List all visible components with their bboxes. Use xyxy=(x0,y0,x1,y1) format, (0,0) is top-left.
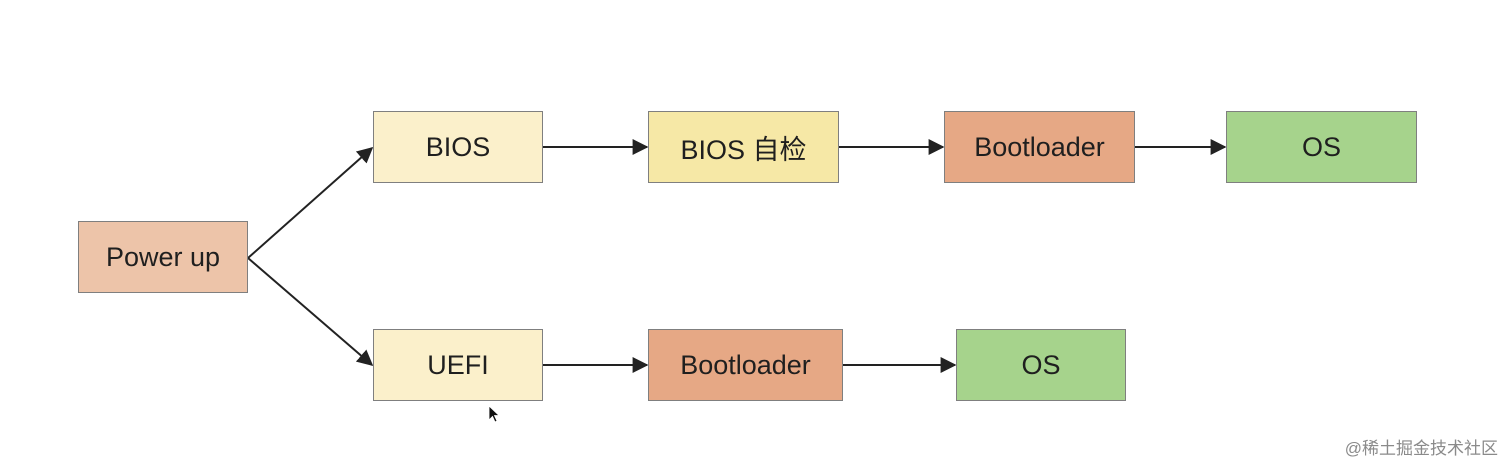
edge-power-to-bios xyxy=(247,146,374,259)
edge-power-to-uefi xyxy=(247,257,374,367)
node-bios-selftest-label: BIOS 自检 xyxy=(680,134,807,165)
node-power-up-label: Power up xyxy=(105,241,221,272)
node-bios: BIOS xyxy=(373,111,543,183)
watermark: @稀土掘金技术社区 xyxy=(1344,439,1498,458)
node-os-top: OS xyxy=(1226,111,1417,183)
node-uefi-label: UEFI xyxy=(427,349,489,380)
node-bios-label: BIOS xyxy=(425,131,491,162)
node-bootloader-bottom-label: Bootloader xyxy=(680,349,811,380)
node-os-top-label: OS xyxy=(1301,131,1341,162)
node-bootloader-bottom: Bootloader xyxy=(648,329,843,401)
node-uefi: UEFI xyxy=(373,329,543,401)
node-bootloader-top-label: Bootloader xyxy=(974,131,1105,162)
node-bootloader-top: Bootloader xyxy=(944,111,1135,183)
node-bios-selftest: BIOS 自检 xyxy=(648,111,839,183)
mouse-pointer-icon xyxy=(488,405,500,423)
node-os-bottom: OS xyxy=(956,329,1126,401)
node-power-up: Power up xyxy=(78,221,248,293)
node-os-bottom-label: OS xyxy=(1021,349,1061,380)
